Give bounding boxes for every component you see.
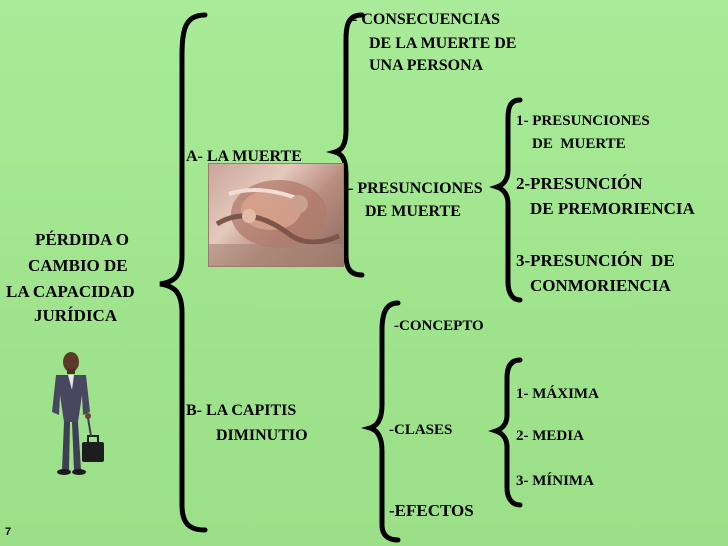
presuncion-1-line-1: 1- PRESUNCIONES — [516, 113, 650, 129]
creation-of-adam-icon — [209, 180, 343, 266]
presunciones-line-1: - PRESUNCIONES — [348, 180, 483, 197]
businessman-icon — [52, 352, 104, 475]
main-brace — [159, 12, 208, 533]
efectos-label: -EFECTOS — [389, 501, 474, 520]
branch-b-line-2: DIMINUTIO — [216, 427, 308, 444]
presunciones-line-2: DE MUERTE — [365, 203, 461, 220]
consecuencias-line-3: UNA PERSONA — [369, 57, 484, 74]
branch-b-line-1: B- LA CAPITIS — [186, 402, 297, 419]
consecuencias-line-2: DE LA MUERTE DE — [369, 35, 517, 52]
concepto-label: -CONCEPTO — [394, 318, 484, 334]
presuncion-3-line-2: CONMORIENCIA — [530, 276, 671, 295]
presuncion-2-line-2: DE PREMORIENCIA — [530, 199, 695, 218]
presuncion-3-line-1: 3-PRESUNCIÓN DE — [516, 251, 675, 270]
brace-b — [360, 300, 401, 543]
clases-label: -CLASES — [389, 422, 453, 438]
fresco-image — [208, 163, 344, 267]
main-title-line-2: CAMBIO DE — [28, 256, 128, 275]
clase-minima: 3- MÍNIMA — [516, 473, 594, 489]
presuncion-2-line-1: 2-PRESUNCIÓN — [516, 174, 643, 193]
main-title-line-3: LA CAPACIDAD — [6, 282, 135, 301]
brace-clases — [488, 357, 523, 508]
clase-maxima: 1- MÁXIMA — [516, 386, 599, 402]
brace-presunciones — [489, 97, 523, 303]
consecuencias-line-1: - CONSECUENCIAS — [352, 11, 501, 28]
main-title-line-4: JURÍDICA — [34, 306, 118, 325]
branch-a-label: A- LA MUERTE — [186, 148, 302, 165]
clase-media: 2- MEDIA — [516, 428, 584, 444]
main-title-line-1: PÉRDIDA O — [35, 230, 129, 249]
brace-a — [325, 12, 365, 278]
slide-number: 7 — [5, 526, 12, 538]
presuncion-1-line-2: DE MUERTE — [532, 136, 626, 152]
